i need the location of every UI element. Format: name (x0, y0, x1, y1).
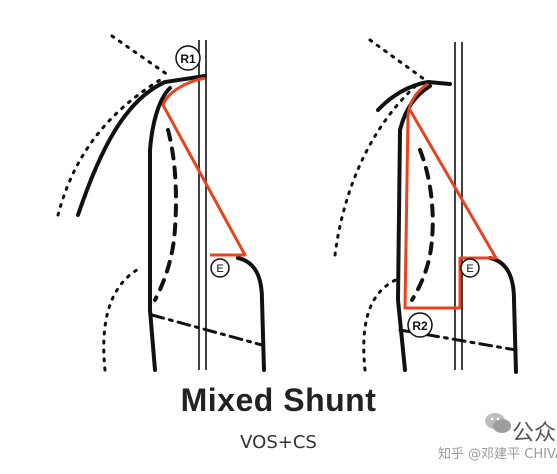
right-r-label-circle (407, 312, 433, 338)
right-r-label: R2 (412, 319, 428, 333)
right-red-shunt (403, 82, 498, 310)
left-dashdot-line (150, 313, 264, 347)
right-dashed-wall (410, 148, 435, 302)
watermark-extra-text: 公众 (512, 421, 557, 446)
figure-title: Mixed Shunt (180, 382, 377, 418)
right-e-label-circle (460, 258, 480, 278)
right-outer-dotted-line (333, 80, 422, 257)
left-r-label-circle (175, 45, 201, 71)
left-r-label: R1 (180, 52, 196, 66)
left-vein-outline (76, 74, 207, 217)
right-top-dotted-line (368, 38, 430, 84)
right-right-outline (488, 256, 518, 374)
left-outer-dotted-line (56, 78, 162, 217)
figure-subtitle: VOS+CS (240, 432, 317, 453)
right-diagram: E R2 (333, 38, 518, 374)
right-inner-dotted-curve (362, 276, 402, 372)
watermark: 知乎 @邓建平 CHIVA (438, 447, 557, 462)
left-dashed-wall (153, 128, 178, 302)
left-top-dotted-line (110, 34, 170, 77)
left-e-label-circle (210, 258, 230, 278)
left-red-shunt (161, 76, 247, 257)
left-diagram: R1 E (56, 34, 266, 372)
left-e-label: E (216, 263, 223, 275)
right-vein-outline (376, 79, 452, 112)
left-inner-dotted-curve (102, 266, 142, 372)
left-vein-wall (148, 86, 172, 372)
right-e-label: E (466, 263, 473, 275)
wechat-icon (485, 413, 511, 433)
left-right-outline (236, 256, 266, 372)
